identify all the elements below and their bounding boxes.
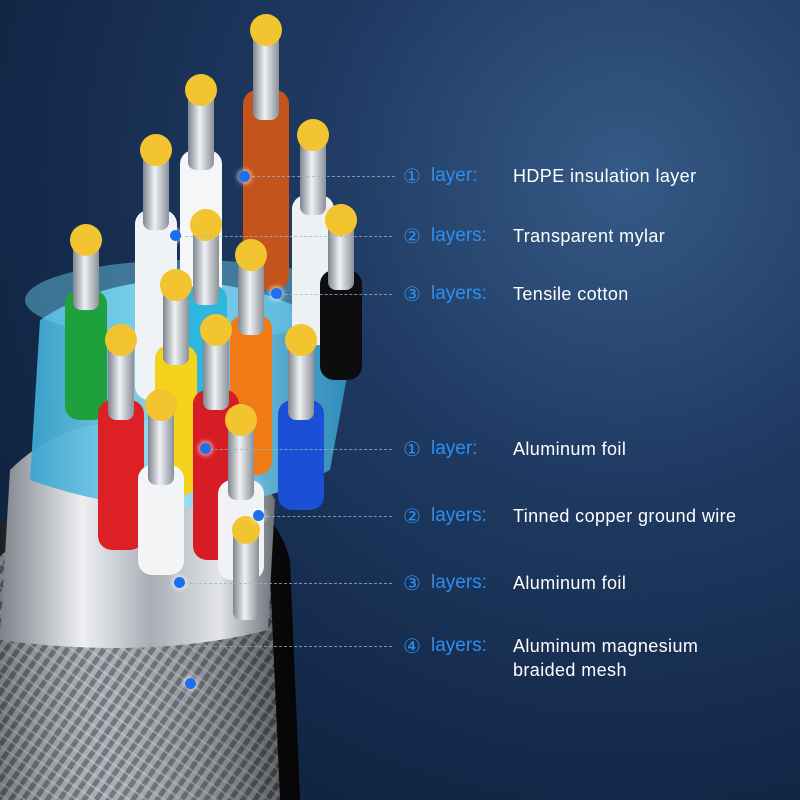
callout-text: Tinned copper ground wire: [513, 506, 737, 526]
callout-unit: layers:: [431, 505, 487, 526]
leader-line: [184, 583, 392, 584]
callout-aluminum-foil-2: ③ layers: Aluminum foil: [0, 563, 800, 603]
leader-line: [262, 516, 392, 517]
leader-line: [280, 294, 392, 295]
callout-unit: layer:: [431, 438, 478, 459]
callout-tinned-copper-ground-wire: ② layers: Tinned copper ground wire: [0, 496, 800, 536]
callout-transparent-mylar: ② layers: Transparent mylar: [0, 216, 800, 256]
callout-unit: layers:: [431, 572, 487, 593]
callout-number: ②: [403, 224, 421, 248]
marker-dot: [271, 288, 282, 299]
callout-number: ③: [403, 282, 421, 306]
callout-hdpe-insulation: ① layer: HDPE insulation layer: [0, 156, 800, 196]
callout-tensile-cotton: ③ layers: Tensile cotton: [0, 274, 800, 314]
marker-dot: [200, 443, 211, 454]
marker-dot: [174, 577, 185, 588]
leader-line: [180, 236, 392, 237]
callout-aluminum-foil-1: ① layer: Aluminum foil: [0, 429, 800, 469]
callout-number: ④: [403, 634, 421, 658]
callout-text: HDPE insulation layer: [513, 166, 697, 186]
callout-unit: layers:: [431, 283, 487, 304]
callout-text: Aluminum magnesium braided mesh: [513, 636, 699, 680]
leader-line: [194, 646, 392, 647]
callout-number: ②: [403, 504, 421, 528]
marker-dot: [239, 171, 250, 182]
callout-number: ①: [403, 164, 421, 188]
callout-number: ③: [403, 571, 421, 595]
callout-text: Tensile cotton: [513, 284, 629, 304]
marker-dot: [170, 230, 181, 241]
callout-text: Aluminum foil: [513, 439, 627, 459]
callout-braided-mesh: ④ layers: Aluminum magnesium braided mes…: [0, 626, 800, 689]
marker-dot: [185, 678, 196, 689]
leader-line: [210, 449, 392, 450]
callout-unit: layers:: [431, 635, 487, 656]
callout-unit: layers:: [431, 225, 487, 246]
callout-number: ①: [403, 437, 421, 461]
callout-text: Transparent mylar: [513, 226, 666, 246]
callout-unit: layer:: [431, 165, 478, 186]
marker-dot: [253, 510, 264, 521]
leader-line: [247, 176, 395, 177]
callout-text: Aluminum foil: [513, 573, 627, 593]
